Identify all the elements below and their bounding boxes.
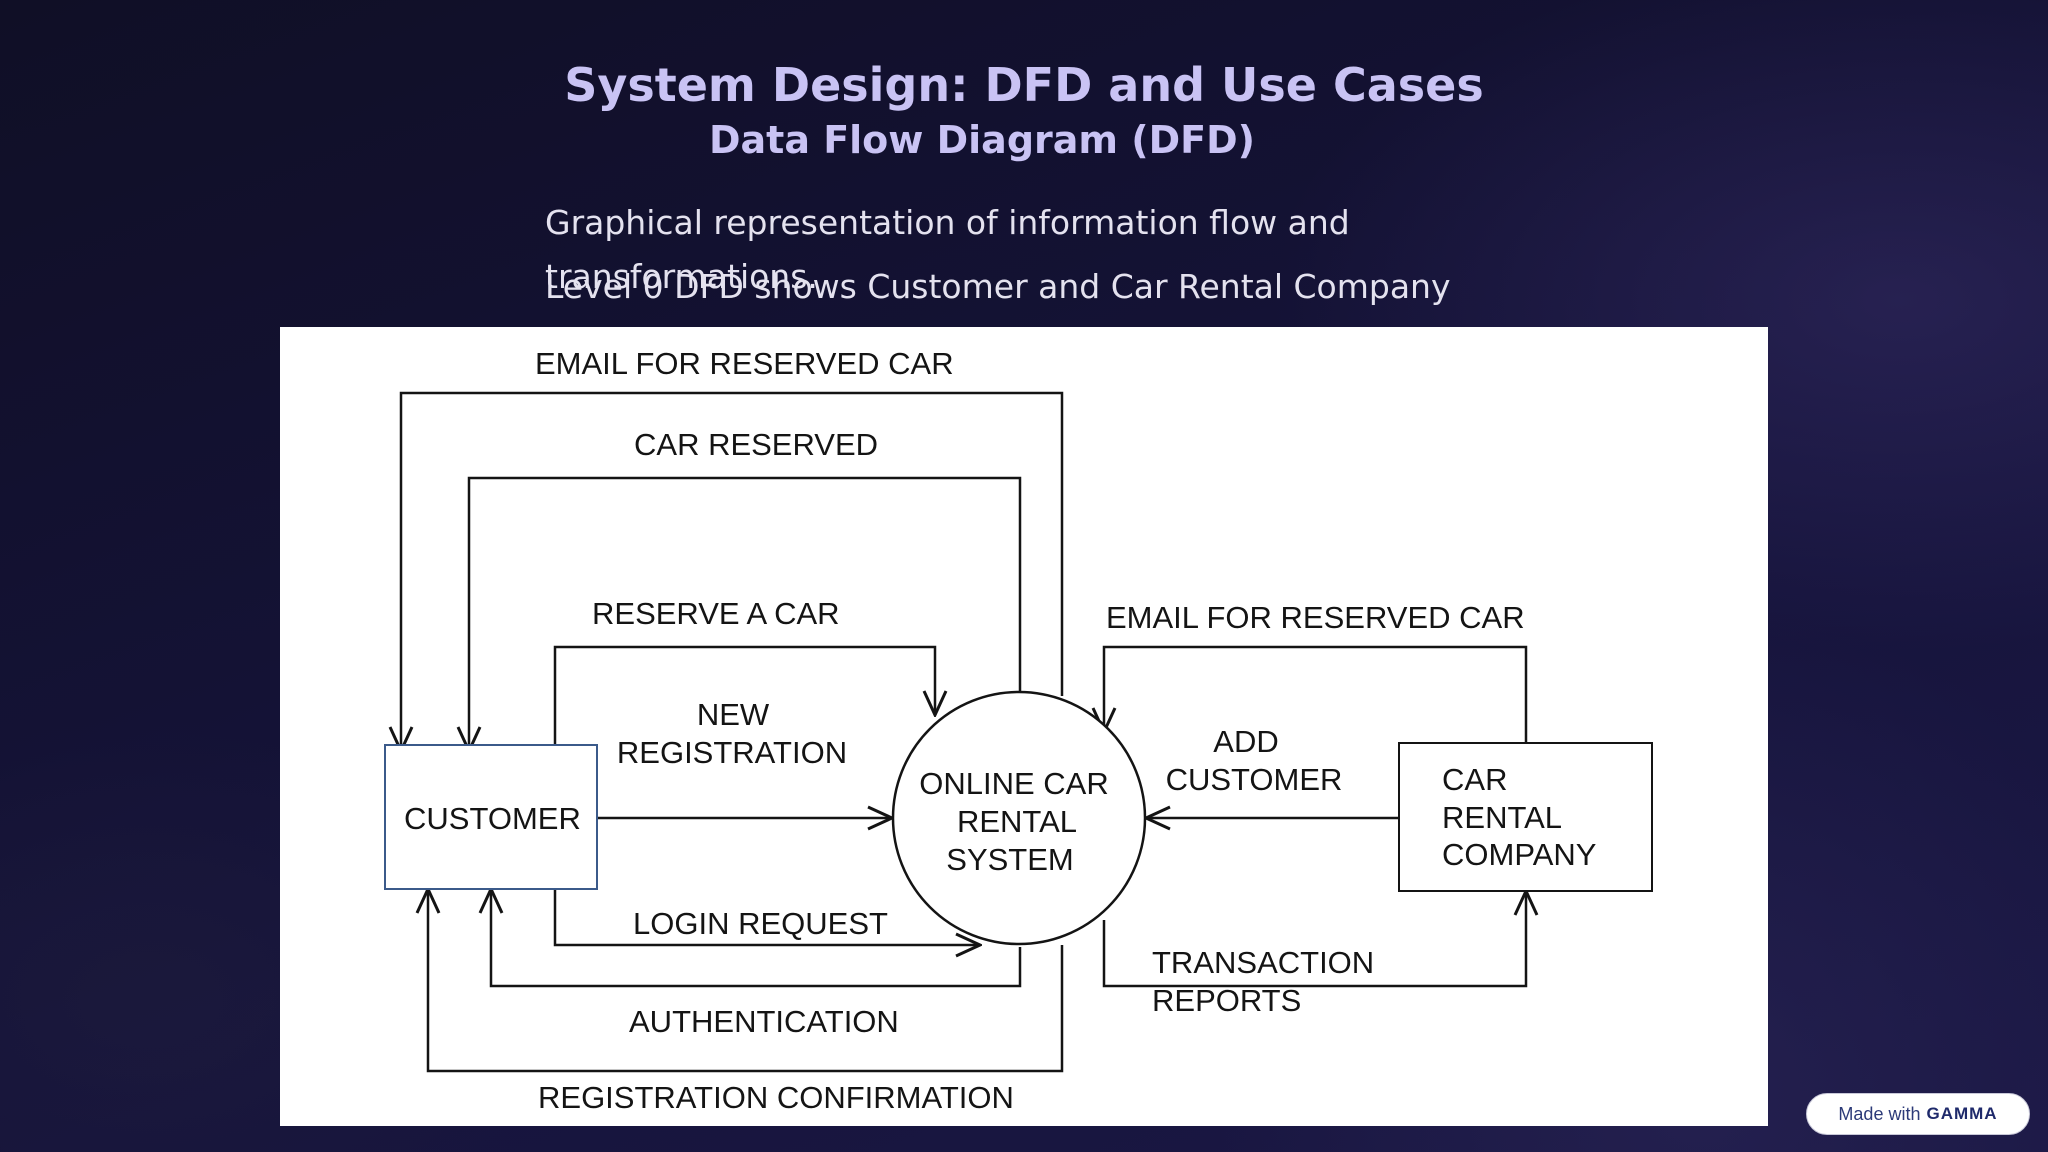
flow-email-right-line	[1104, 645, 1528, 743]
dfd-svg: CUSTOMER ONLINE CAR RENTAL SYSTEM CAR RE…	[384, 346, 1653, 1115]
slide-title: System Design: DFD and Use Cases	[564, 58, 1484, 112]
customer-entity-box	[384, 744, 598, 890]
badge-text: Made with	[1838, 1103, 1921, 1124]
flow-transaction-reports-label-1: TRANSACTION	[1152, 945, 1374, 980]
flow-add-customer-label-2: CUSTOMER	[1166, 762, 1343, 797]
flow-email-right-label: EMAIL FOR RESERVED CAR	[1106, 600, 1525, 635]
process-label-3: SYSTEM	[946, 842, 1073, 877]
flow-email-top-label: EMAIL FOR RESERVED CAR	[535, 346, 954, 381]
flow-add-customer-label-1: ADD	[1213, 724, 1278, 759]
slide-subtitle: Data Flow Diagram (DFD)	[708, 118, 1256, 162]
process-label-1: ONLINE CAR	[919, 766, 1108, 801]
flow-authentication-label: AUTHENTICATION	[629, 1004, 899, 1039]
flow-transaction-reports-label-2: REPORTS	[1152, 983, 1301, 1018]
paragraph-description: Graphical representation of information …	[545, 203, 1350, 296]
process-label-2: RENTAL	[957, 804, 1077, 839]
flow-transaction-reports-line	[1102, 891, 1526, 988]
flow-reserve-car-label: RESERVE A CAR	[592, 596, 840, 631]
flow-login-request-line	[553, 889, 980, 945]
flow-authentication-line	[491, 889, 1022, 988]
flow-email-top-line	[401, 391, 1064, 751]
flow-car-reserved-line	[469, 476, 1022, 751]
company-label-2: RENTAL	[1442, 800, 1562, 835]
process-circle	[891, 690, 1147, 946]
company-entity-box	[1398, 742, 1653, 892]
dfd-diagram: CUSTOMER ONLINE CAR RENTAL SYSTEM CAR RE…	[280, 327, 1768, 1126]
flow-registration-confirmation-label: REGISTRATION CONFIRMATION	[538, 1080, 1014, 1115]
customer-label: CUSTOMER	[404, 801, 581, 836]
flow-car-reserved-label: CAR RESERVED	[634, 427, 878, 462]
company-label-1: CAR	[1442, 762, 1507, 797]
flow-reserve-car-line	[553, 645, 935, 745]
flow-new-registration-label-2: REGISTRATION	[617, 735, 847, 770]
flow-new-registration-label-1: NEW	[697, 697, 770, 732]
company-label-3: COMPANY	[1442, 837, 1596, 872]
flow-registration-confirmation-line	[428, 889, 1064, 1073]
made-with-gamma-badge[interactable]: Made with GAMMA	[1806, 1093, 2030, 1135]
flow-login-request-label: LOGIN REQUEST	[633, 906, 888, 941]
gamma-logo: GAMMA	[1926, 1104, 1998, 1123]
